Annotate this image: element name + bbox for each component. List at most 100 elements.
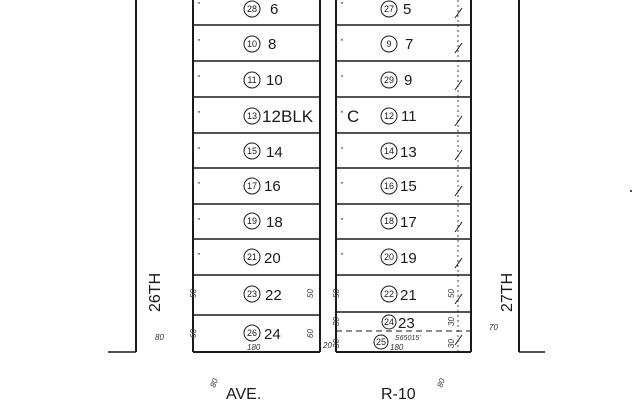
- lot-number: 19: [400, 250, 417, 267]
- parcel-number: 15: [247, 146, 257, 156]
- left-lot[interactable]: 11 10: [243, 71, 283, 89]
- dimension-labels: 50 50 60 60 50 50 30 30 30 30 180 180 20…: [155, 289, 498, 389]
- lot-number: 12: [262, 107, 281, 126]
- lot-number: 21: [400, 287, 417, 304]
- dim-label: 60: [189, 329, 198, 338]
- parcel-circle: [243, 142, 261, 160]
- right-lot[interactable]: 18 17: [380, 212, 417, 231]
- left-lot[interactable]: 10 8: [243, 35, 276, 53]
- parcel-circle: [243, 177, 261, 195]
- parcel-circle: [380, 142, 398, 160]
- lot-number: 9: [404, 72, 412, 89]
- right-lot[interactable]: 14 13: [380, 142, 417, 161]
- parcel-circle: [243, 324, 261, 342]
- dim-label: 80: [155, 333, 164, 342]
- dim-label: 80: [208, 377, 220, 389]
- parcel-number: 23: [247, 289, 257, 299]
- dim-label: 50: [447, 289, 456, 298]
- block-label: BLK: [281, 107, 314, 126]
- parcel-number: 27: [384, 4, 394, 14]
- right-lot[interactable]: 12 11: [380, 107, 417, 125]
- parcel-number: 21: [247, 252, 257, 262]
- lot-number: 10: [266, 72, 283, 89]
- parcel-number: 9: [386, 39, 391, 49]
- svg-text:": ": [340, 252, 344, 261]
- dim-label: 70: [489, 323, 498, 332]
- parcel-number: 28: [247, 4, 257, 14]
- dim-label: 30: [447, 339, 456, 348]
- parcel-number: 16: [384, 181, 394, 191]
- svg-text:": ": [340, 217, 344, 226]
- parcel-number: 22: [384, 289, 394, 299]
- parcel-number: 14: [384, 146, 394, 156]
- lot-number: 5: [403, 1, 411, 18]
- svg-text:": ": [340, 1, 344, 10]
- parcel-circle: [380, 177, 398, 195]
- parcel-number: 10: [247, 39, 257, 49]
- street-label-26th: 26TH: [147, 273, 164, 312]
- right-lot[interactable]: 22 21: [380, 285, 417, 304]
- left-lot[interactable]: 15 14: [243, 142, 283, 161]
- lot-number: 20: [264, 250, 281, 267]
- right-lot-extra[interactable]: 25: [373, 334, 389, 350]
- parcel-number: 11: [247, 75, 256, 85]
- lot-number: 18: [266, 214, 283, 231]
- parcel-circle: [243, 248, 261, 266]
- svg-text:": ": [340, 38, 344, 47]
- parcel-circle: [380, 107, 398, 125]
- parcel-circle: [380, 212, 398, 230]
- parcel-number: 19: [247, 216, 257, 226]
- lot-number: 14: [266, 144, 283, 161]
- left-lot[interactable]: 21 20: [243, 248, 281, 267]
- left-lot[interactable]: 26 24: [243, 324, 281, 343]
- street-label-27th: 27TH: [499, 273, 516, 312]
- right-lot-dividers: [336, 24, 471, 313]
- lot-number: 24: [264, 326, 281, 343]
- parcel-number: 12: [384, 111, 394, 121]
- parcel-number: 13: [247, 111, 257, 121]
- dim-label: 180: [247, 343, 261, 352]
- svg-text:": ": [340, 110, 344, 119]
- svg-text:": ": [197, 74, 201, 83]
- right-lot[interactable]: 24 23: [381, 314, 415, 332]
- parcel-circle: [243, 107, 261, 125]
- left-lot[interactable]: 17 16: [243, 177, 281, 195]
- left-lot[interactable]: 28 6: [243, 0, 278, 18]
- svg-text:": ": [340, 146, 344, 155]
- svg-text:": ": [197, 252, 201, 261]
- right-lot[interactable]: 16 15: [380, 177, 417, 195]
- svg-text:": ": [340, 74, 344, 83]
- dim-label: 50: [332, 289, 341, 298]
- right-lot[interactable]: 9 7: [380, 35, 413, 53]
- left-lot[interactable]: 23 22: [243, 285, 282, 304]
- block-letter: C: [347, 107, 359, 126]
- parcel-circle: [243, 285, 261, 303]
- parcel-circle: [380, 0, 398, 18]
- left-lot[interactable]: 13 12 BLK: [243, 107, 314, 126]
- left-lot[interactable]: 19 18: [243, 212, 283, 231]
- lot-number: 23: [398, 315, 415, 332]
- dim-label: 80: [435, 377, 447, 389]
- left-lot-dividers: [193, 24, 320, 316]
- parcel-number: 20: [384, 252, 394, 262]
- parcel-circle: [373, 334, 389, 350]
- parcel-circle: [381, 314, 397, 330]
- right-lot[interactable]: 20 19: [380, 248, 417, 267]
- parcel-number: 18: [384, 216, 394, 226]
- right-lot[interactable]: 29 9: [380, 71, 412, 89]
- svg-text:": ": [197, 1, 201, 10]
- right-lot[interactable]: 27 5: [380, 0, 411, 18]
- dim-label: 20: [322, 341, 332, 350]
- dim-label: 30: [447, 317, 456, 326]
- route-label: R-10: [381, 386, 416, 403]
- left-edge-marks: " " " " " " " " " " " " " " " ": [197, 1, 344, 261]
- left-lot-list: 28 6 10 8 11 10 13 12 BLK 15 14 17 16: [243, 0, 314, 343]
- lot-number: 7: [405, 36, 413, 53]
- parcel-circle: [380, 248, 398, 266]
- parcel-number: 29: [384, 75, 394, 85]
- lot-number: 16: [264, 178, 281, 195]
- lot-number: 8: [268, 36, 276, 53]
- lot-number: 11: [401, 108, 417, 125]
- dim-label: 50: [189, 289, 198, 298]
